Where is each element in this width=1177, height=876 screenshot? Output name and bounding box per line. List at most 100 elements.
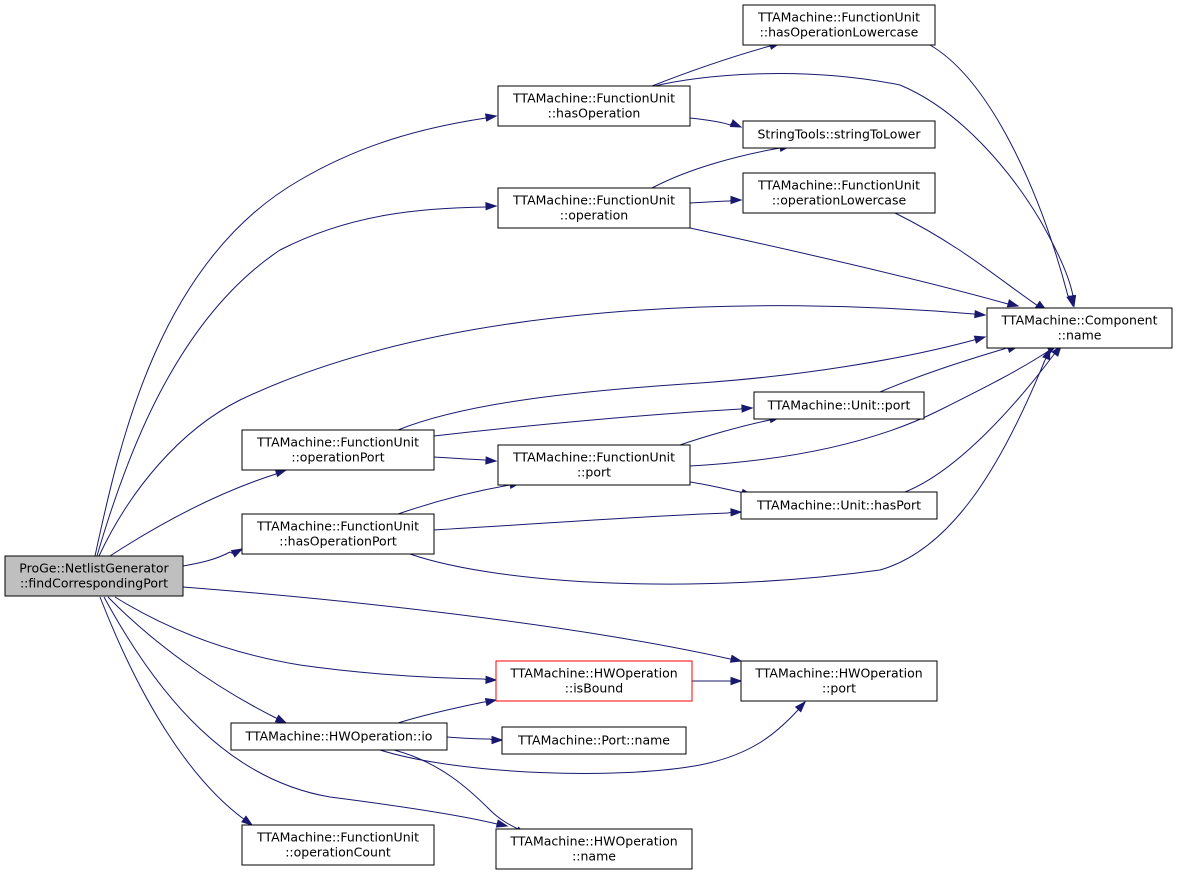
node-label-line: TTAMachine::HWOperation bbox=[509, 834, 677, 849]
edge-line bbox=[651, 45, 771, 87]
arrowhead bbox=[729, 654, 743, 663]
edge-hwop_io-to-hwop_port bbox=[379, 700, 807, 774]
arrowhead bbox=[973, 335, 987, 344]
edge-fu_hasOperationPort-to-component_name bbox=[409, 347, 1051, 585]
edge-line bbox=[103, 596, 498, 825]
node-fu_hasOperationPort[interactable]: TTAMachine::FunctionUnit::hasOperationPo… bbox=[241, 513, 435, 555]
edge-hwop_io-to-port_name bbox=[446, 735, 504, 745]
node-label-line: TTAMachine::FunctionUnit bbox=[512, 450, 675, 465]
edge-fu_hasOperation-to-fu_hasOperationLowercase bbox=[651, 41, 782, 87]
node-label-line: ::isBound bbox=[565, 681, 623, 696]
node-label-line: TTAMachine::Component bbox=[1001, 313, 1158, 328]
arrowhead bbox=[495, 819, 509, 828]
node-port_name[interactable]: TTAMachine::Port::name bbox=[501, 726, 687, 755]
arrowhead bbox=[230, 548, 244, 558]
edge-line bbox=[107, 596, 277, 719]
edge-fu_hasOperationLowercase-to-component_name bbox=[929, 44, 1075, 308]
edge-line bbox=[109, 473, 277, 557]
node-label-line: ::port bbox=[577, 465, 611, 480]
node-hwop_isBound[interactable]: TTAMachine::HWOperation::isBound bbox=[495, 660, 693, 702]
arrowhead bbox=[484, 698, 498, 707]
edge-line bbox=[98, 305, 975, 557]
edge-line bbox=[651, 147, 781, 189]
arrowhead bbox=[1066, 294, 1075, 308]
node-label-line: TTAMachine::Unit::hasPort bbox=[756, 498, 921, 513]
edge-line bbox=[929, 44, 1069, 297]
node-stringToLower[interactable]: StringTools::stringToLower bbox=[742, 120, 936, 149]
node-label-line: TTAMachine::FunctionUnit bbox=[512, 193, 675, 208]
edge-line bbox=[689, 117, 731, 126]
node-hwop_port[interactable]: TTAMachine::HWOperation::port bbox=[740, 660, 938, 702]
edge-line bbox=[446, 736, 491, 740]
edge-line bbox=[689, 200, 731, 204]
node-box bbox=[740, 491, 938, 520]
arrowhead bbox=[794, 700, 807, 713]
edge-line bbox=[397, 701, 485, 724]
edge-hwop_io-to-hwop_name bbox=[393, 749, 528, 836]
node-fu_operationPort[interactable]: TTAMachine::FunctionUnit::operationPort bbox=[241, 429, 435, 471]
edge-line bbox=[397, 339, 975, 431]
edge-line bbox=[689, 481, 741, 493]
edge-fu_hasOperation-to-stringToLower bbox=[689, 117, 743, 128]
node-fu_hasOperation[interactable]: TTAMachine::FunctionUnit::hasOperation bbox=[497, 85, 691, 127]
node-label-line: TTAMachine::HWOperation bbox=[754, 666, 922, 681]
edge-fu_operationLowercase-to-component_name bbox=[894, 212, 1048, 311]
node-label-line: TTAMachine::FunctionUnit bbox=[256, 435, 419, 450]
edge-line bbox=[879, 347, 1008, 393]
edge-line bbox=[679, 419, 771, 446]
node-box bbox=[753, 391, 925, 420]
edge-line bbox=[393, 749, 519, 830]
arrowhead bbox=[741, 404, 754, 413]
edge-fu_operation-to-fu_operationLowercase bbox=[689, 195, 743, 205]
node-component_name[interactable]: TTAMachine::Component::name bbox=[986, 307, 1173, 349]
node-label-line: ::hasOperationPort bbox=[279, 534, 397, 549]
arrowhead bbox=[274, 469, 288, 478]
edge-line bbox=[182, 551, 231, 567]
node-root[interactable]: ProGe::NetlistGenerator::findCorrespondi… bbox=[4, 555, 184, 597]
node-fu_hasOperationLowercase[interactable]: TTAMachine::FunctionUnit::hasOperationLo… bbox=[742, 4, 936, 46]
node-hwop_name[interactable]: TTAMachine::HWOperation::name bbox=[495, 828, 693, 870]
arrowhead bbox=[1042, 347, 1051, 361]
edge-fu_hasOperationPort-to-fu_port bbox=[397, 480, 522, 515]
node-unit_port[interactable]: TTAMachine::Unit::port bbox=[753, 391, 925, 420]
node-fu_port[interactable]: TTAMachine::FunctionUnit::port bbox=[497, 444, 691, 486]
arrowhead bbox=[485, 675, 498, 684]
arrowhead bbox=[485, 113, 498, 122]
arrowhead bbox=[241, 815, 254, 826]
node-fu_operationCount[interactable]: TTAMachine::FunctionUnit::operationCount bbox=[241, 824, 435, 866]
edge-root-to-component_name bbox=[98, 305, 987, 557]
node-box bbox=[497, 85, 691, 127]
edge-layer bbox=[94, 41, 1077, 836]
node-label-line: TTAMachine::HWOperation::io bbox=[245, 729, 433, 744]
edge-line bbox=[433, 512, 729, 531]
edge-line bbox=[894, 212, 1039, 307]
node-box bbox=[742, 4, 936, 46]
node-label-line: ProGe::NetlistGenerator bbox=[19, 561, 169, 576]
edge-line bbox=[433, 456, 486, 461]
edge-hwop_isBound-to-hwop_port bbox=[691, 676, 743, 686]
node-label-line: TTAMachine::FunctionUnit bbox=[512, 91, 675, 106]
edge-line bbox=[96, 206, 487, 557]
edge-fu_operationPort-to-fu_port bbox=[433, 456, 498, 465]
arrowhead bbox=[491, 735, 504, 745]
edge-fu_hasOperationPort-to-unit_hasPort bbox=[433, 508, 743, 531]
edge-root-to-fu_hasOperationPort bbox=[182, 548, 244, 567]
node-box bbox=[497, 444, 691, 486]
node-box bbox=[241, 513, 435, 555]
node-label-line: TTAMachine::FunctionUnit bbox=[757, 10, 920, 25]
arrowhead bbox=[1051, 344, 1062, 357]
node-unit_hasPort[interactable]: TTAMachine::Unit::hasPort bbox=[740, 491, 938, 520]
edge-unit_hasPort-to-component_name bbox=[904, 344, 1062, 493]
edge-fu_port-to-unit_port bbox=[679, 414, 782, 446]
node-hwop_io[interactable]: TTAMachine::HWOperation::io bbox=[230, 722, 448, 751]
node-label-line: ::name bbox=[572, 849, 616, 864]
node-fu_operation[interactable]: TTAMachine::FunctionUnit::operation bbox=[497, 187, 691, 229]
node-label-line: ::port bbox=[822, 681, 856, 696]
arrowhead bbox=[974, 309, 987, 319]
edge-root-to-hwop_io bbox=[107, 596, 288, 724]
edge-unit_port-to-component_name bbox=[879, 344, 1020, 393]
arrowhead bbox=[730, 508, 743, 517]
edge-hwop_io-to-hwop_isBound bbox=[397, 698, 498, 724]
edge-root-to-fu_operationCount bbox=[99, 596, 254, 826]
node-fu_operationLowercase[interactable]: TTAMachine::FunctionUnit::operationLower… bbox=[742, 172, 936, 214]
